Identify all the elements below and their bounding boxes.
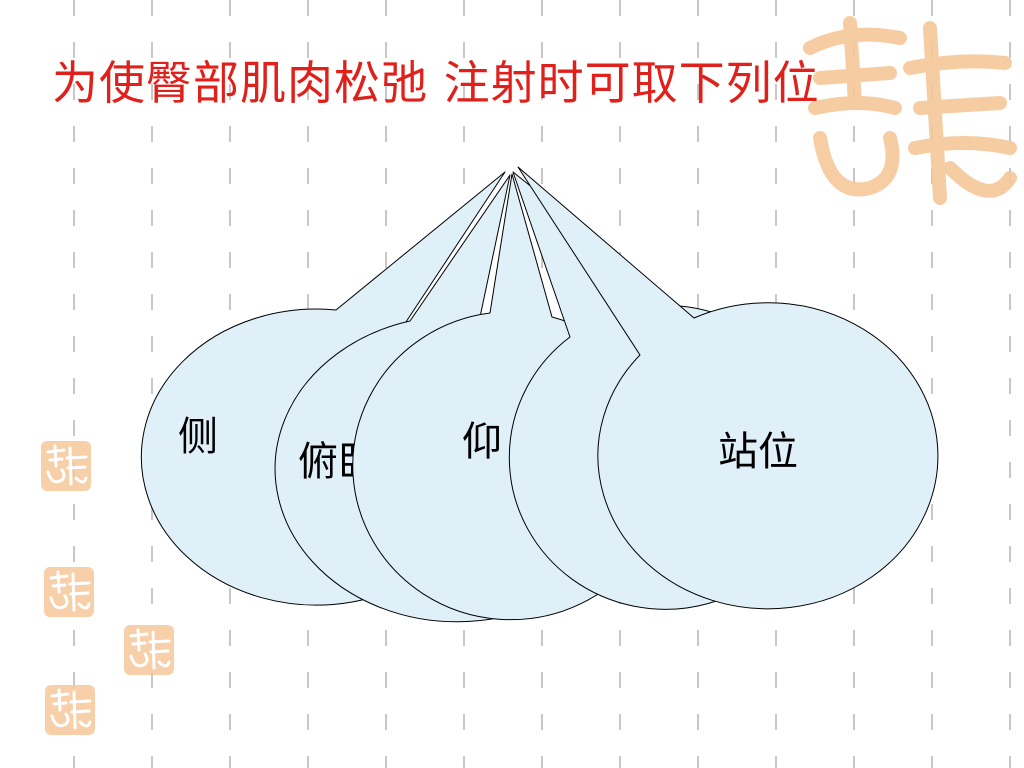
bubble-label: 仰: [462, 419, 502, 465]
calligraphy-seal-small: [41, 441, 91, 491]
bubble-label: 侧: [178, 414, 218, 460]
calligraphy-seal-small: [124, 625, 174, 675]
bubble-label: 站位: [718, 429, 798, 475]
speech-bubble-standing: 站位: [517, 166, 939, 610]
calligraphy-seal-small: [44, 567, 94, 617]
bubble-shape: [517, 166, 939, 610]
calligraphy-seal-small: [45, 685, 95, 735]
slide-title: 为使臀部肌肉松弛 注射时可取下列位: [52, 56, 820, 110]
calligraphy-seal-large: [803, 16, 1017, 205]
